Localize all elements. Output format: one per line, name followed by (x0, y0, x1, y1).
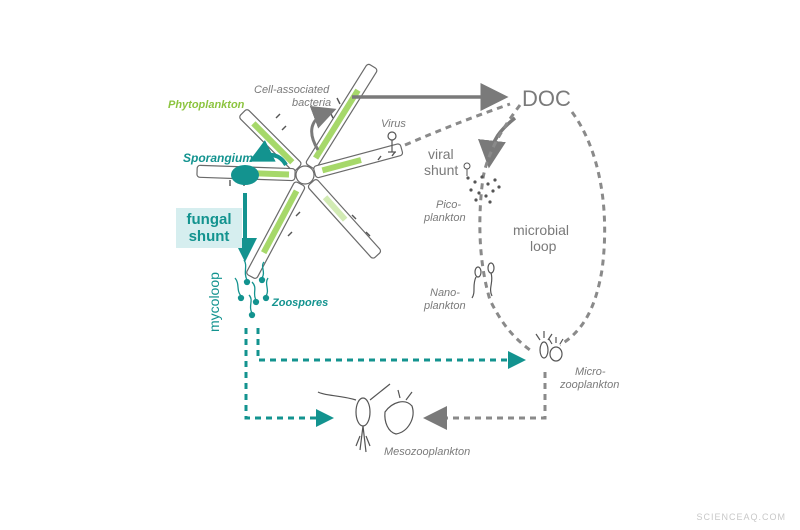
virus-label: Virus (381, 118, 406, 130)
sporangium-curve-arrow (248, 140, 288, 167)
viral-shunt-label-line2: shunt (424, 162, 459, 178)
micro-to-meso-arrow (423, 372, 547, 430)
watermark: SCIENCEAQ.COM (696, 512, 786, 522)
zoospores-cells (234, 259, 270, 319)
doc-label: DOC (522, 86, 571, 111)
fungal-shunt-box: fungal shunt (176, 208, 242, 248)
picoplankton-cells (466, 175, 501, 204)
fungal-shunt-label-line1: fungal (186, 211, 232, 228)
sporangium-label: Sporangium (183, 151, 254, 165)
mesozooplankton-drawing (317, 383, 414, 453)
fungal-shunt-label-line2: shunt (188, 228, 230, 245)
cell-associated-label: Cell-associated (254, 84, 330, 96)
virus-icon (387, 131, 397, 153)
zoospores-to-meso-arrow (244, 328, 334, 427)
microbial-loop-label-line2: loop (530, 238, 557, 254)
pico-virus-icon (463, 162, 471, 176)
microzooplankton-cells (535, 331, 564, 362)
bacteria-uptake-arrow (309, 106, 337, 151)
mycoloop-label: mycoloop (206, 272, 222, 332)
micro-label-line2: zooplankton (560, 379, 620, 391)
viral-shunt-label-line1: viral (428, 146, 454, 162)
phytoplankton-label: Phytoplankton (168, 99, 245, 111)
pico-label-line1: Pico- (436, 199, 462, 211)
sporangium-body (231, 165, 259, 185)
zoospores-label: Zoospores (272, 297, 329, 309)
microbial-loop-left (478, 104, 531, 352)
microbial-loop-label-line1: microbial (513, 222, 570, 238)
mesozooplankton-label: Mesozooplankton (384, 446, 471, 458)
nano-label-line2: plankton (424, 300, 466, 312)
zoospores-to-micro-arrow (256, 328, 526, 369)
nanoplankton-cells (471, 262, 495, 299)
bacteria-label: bacteria (292, 97, 332, 109)
micro-label-line1: Micro- (575, 366, 606, 378)
microbial-loop-right (559, 111, 607, 347)
virus-to-doc-arrow (404, 102, 511, 147)
pico-label-line2: plankton (424, 212, 466, 224)
nano-label-line1: Nano- (430, 287, 460, 299)
doc-to-pico-arrow (478, 116, 517, 169)
